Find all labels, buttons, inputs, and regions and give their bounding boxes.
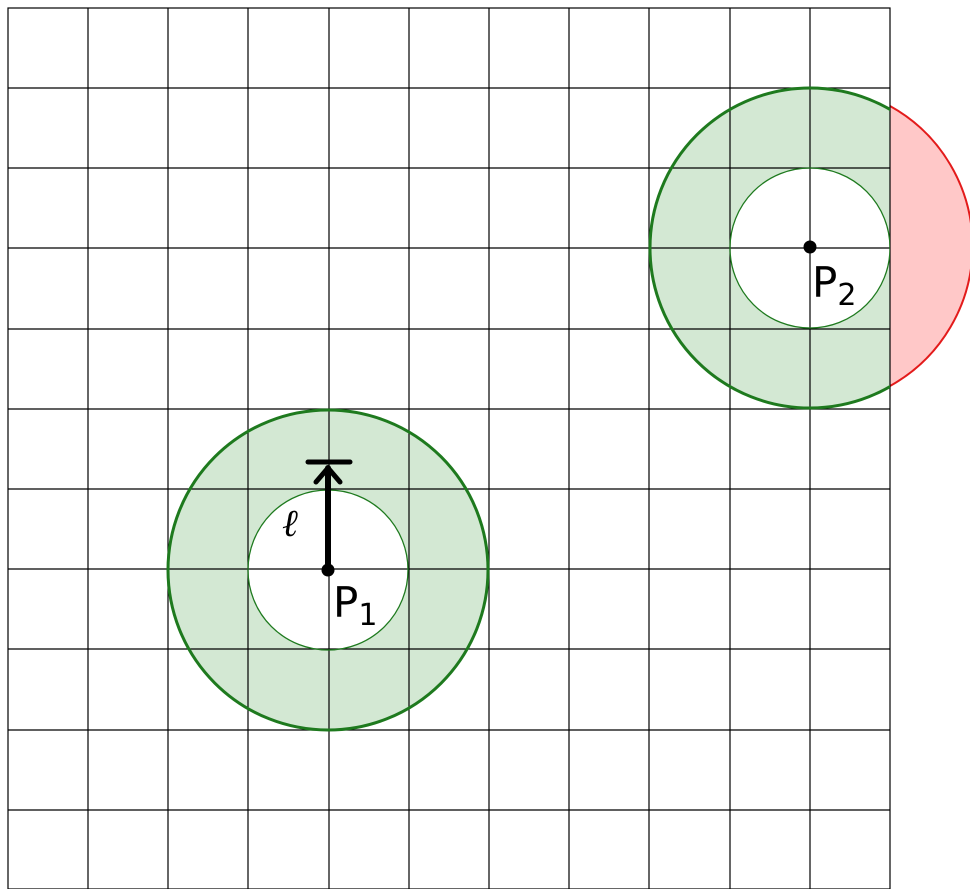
label-p2-main: P — [812, 258, 837, 307]
label-p2-sub: 2 — [837, 278, 856, 313]
outside-region-fill — [890, 106, 970, 386]
grid-border — [7, 7, 891, 889]
length-arrow — [305, 459, 353, 573]
length-label: ℓ — [282, 501, 298, 545]
label-p1: P1 — [333, 578, 377, 633]
annulus-p2-outer — [648, 86, 890, 410]
outside-region-arc — [889, 105, 970, 387]
grid-horizontal-lines — [8, 87, 890, 811]
grid — [7, 7, 891, 889]
point-p1 — [321, 563, 335, 577]
annulus-p2-inner — [729, 167, 890, 329]
annulus-p1-outer — [166, 408, 490, 732]
grid-vertical-lines — [87, 8, 811, 889]
label-p2: P2 — [812, 258, 856, 313]
outside-region — [889, 105, 970, 387]
label-p1-main: P — [333, 578, 358, 627]
label-p1-sub: 1 — [358, 598, 377, 633]
point-p2 — [803, 240, 817, 254]
length-arrow-head — [313, 465, 343, 485]
